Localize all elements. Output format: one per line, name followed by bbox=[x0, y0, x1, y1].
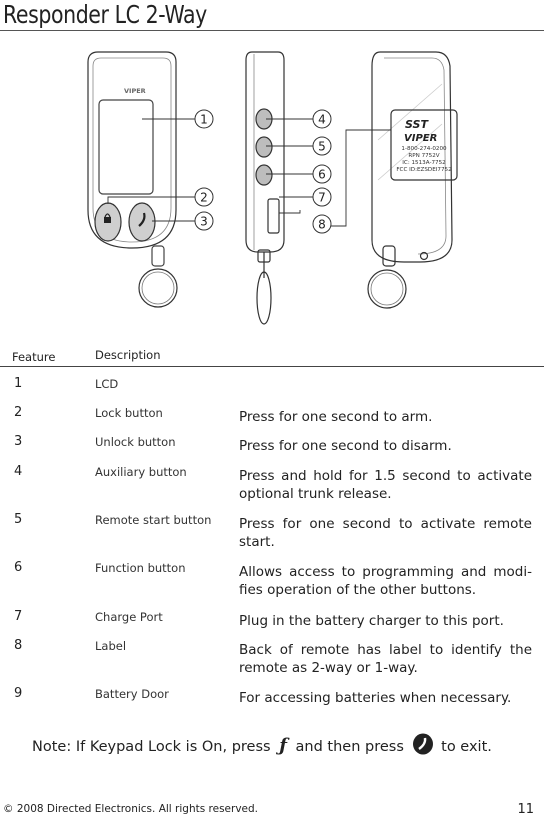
back-body bbox=[371, 51, 453, 263]
row-number: 9 bbox=[14, 686, 23, 701]
callout-leaders bbox=[107, 118, 391, 227]
row-description: Press for one second to arm. bbox=[239, 409, 433, 425]
row-number: 5 bbox=[14, 512, 23, 527]
keypad-lock-note: Note: If Keypad Lock is On, press ƒ and … bbox=[32, 733, 492, 759]
label-line: FCC ID:EZSDEI7752 bbox=[396, 167, 451, 173]
key-icon bbox=[138, 212, 146, 227]
row-description: Back of remote has label to identify the… bbox=[239, 642, 532, 676]
callout-8 bbox=[312, 214, 332, 234]
row-feature: Charge Port bbox=[95, 610, 163, 624]
callout-label: 3 bbox=[200, 215, 208, 229]
callout-label: 7 bbox=[318, 191, 326, 205]
callout-label: 2 bbox=[200, 191, 208, 205]
row-number: 6 bbox=[14, 560, 23, 575]
charge-port bbox=[267, 198, 280, 234]
row-feature: Lock button bbox=[95, 406, 163, 420]
remote-start-button bbox=[255, 136, 273, 158]
row-description: Press for one second to disarm. bbox=[239, 438, 452, 454]
side-keyring-loop bbox=[257, 249, 271, 263]
row-number: 2 bbox=[14, 405, 23, 420]
row-description: For accessing batteries when necessary. bbox=[239, 690, 512, 706]
row-feature: Function button bbox=[95, 561, 186, 575]
remote-side-view bbox=[245, 51, 285, 325]
function-button bbox=[255, 164, 273, 186]
note-label: Note: bbox=[32, 739, 72, 755]
header-feature: Feature bbox=[12, 350, 56, 364]
page-title: Responder LC 2-Way bbox=[3, 0, 207, 29]
page-number: 11 bbox=[517, 802, 534, 817]
callout-label: 6 bbox=[318, 168, 326, 182]
header-description: Description bbox=[95, 348, 161, 362]
label-line: IC: 1513A-7752 bbox=[402, 160, 445, 166]
row-feature: Unlock button bbox=[95, 435, 176, 449]
lock-icon bbox=[104, 217, 111, 223]
table-header: Feature Description bbox=[0, 344, 544, 366]
remote-back-view: SST VIPER 1-800-274-0200 RPN 7752V IC: 1… bbox=[367, 51, 458, 309]
label-logo: SST bbox=[405, 118, 429, 131]
front-body bbox=[87, 51, 177, 249]
title-divider bbox=[0, 30, 544, 31]
note-text-middle: and then press bbox=[295, 739, 404, 755]
callout-label: 5 bbox=[318, 140, 326, 154]
label-line: RPN 7752V bbox=[408, 153, 439, 159]
callout-markers bbox=[194, 109, 332, 234]
keyring-loop bbox=[151, 245, 165, 267]
table-header-divider bbox=[0, 366, 544, 367]
callout-6 bbox=[312, 164, 332, 184]
back-keyring bbox=[367, 269, 407, 309]
lcd-screen bbox=[98, 99, 154, 195]
front-brand: VIPER bbox=[124, 87, 146, 95]
row-number: 3 bbox=[14, 434, 23, 449]
callout-7 bbox=[312, 187, 332, 207]
row-number: 1 bbox=[14, 376, 23, 391]
callout-label: 4 bbox=[318, 113, 326, 127]
row-description: Press and hold for 1.5 second to activat… bbox=[239, 468, 532, 502]
row-feature: Battery Door bbox=[95, 687, 169, 701]
callout-3 bbox=[194, 211, 214, 231]
back-keyring-loop bbox=[382, 245, 396, 267]
note-text-after: to exit. bbox=[441, 739, 492, 755]
row-feature: Auxiliary button bbox=[95, 465, 187, 479]
row-number: 4 bbox=[14, 464, 23, 479]
callout-5 bbox=[312, 136, 332, 156]
copyright: © 2008 Directed Electronics. All rights … bbox=[3, 803, 259, 815]
callout-label: 8 bbox=[318, 218, 326, 232]
callout-2 bbox=[194, 187, 214, 207]
remote-illustration: VIPER bbox=[0, 40, 544, 330]
back-label bbox=[390, 109, 458, 181]
front-keyring bbox=[138, 268, 178, 308]
row-number: 8 bbox=[14, 638, 23, 653]
function-icon: ƒ bbox=[279, 735, 287, 756]
row-description: Allows access to programming and modi-fi… bbox=[239, 564, 532, 598]
row-feature: LCD bbox=[95, 377, 119, 391]
remote-front-view: VIPER bbox=[87, 51, 178, 308]
row-number: 7 bbox=[14, 609, 23, 624]
callout-4 bbox=[312, 109, 332, 129]
label-line: 1-800-274-0200 bbox=[401, 146, 447, 152]
callout-label: 1 bbox=[200, 113, 208, 127]
row-description: Plug in the battery charger to this port… bbox=[239, 613, 504, 629]
row-feature: Label bbox=[95, 639, 127, 653]
unlock-key-icon bbox=[412, 733, 434, 759]
callout-1 bbox=[194, 109, 214, 129]
battery-door-screw bbox=[419, 251, 429, 261]
note-text-before: If Keypad Lock is On, press bbox=[75, 739, 271, 755]
row-feature: Remote start button bbox=[95, 513, 212, 527]
side-keyring bbox=[256, 271, 272, 325]
row-description: Press for one second to activate remote … bbox=[239, 516, 532, 550]
label-brand: VIPER bbox=[404, 133, 437, 144]
remote-diagram: VIPER bbox=[87, 51, 458, 325]
